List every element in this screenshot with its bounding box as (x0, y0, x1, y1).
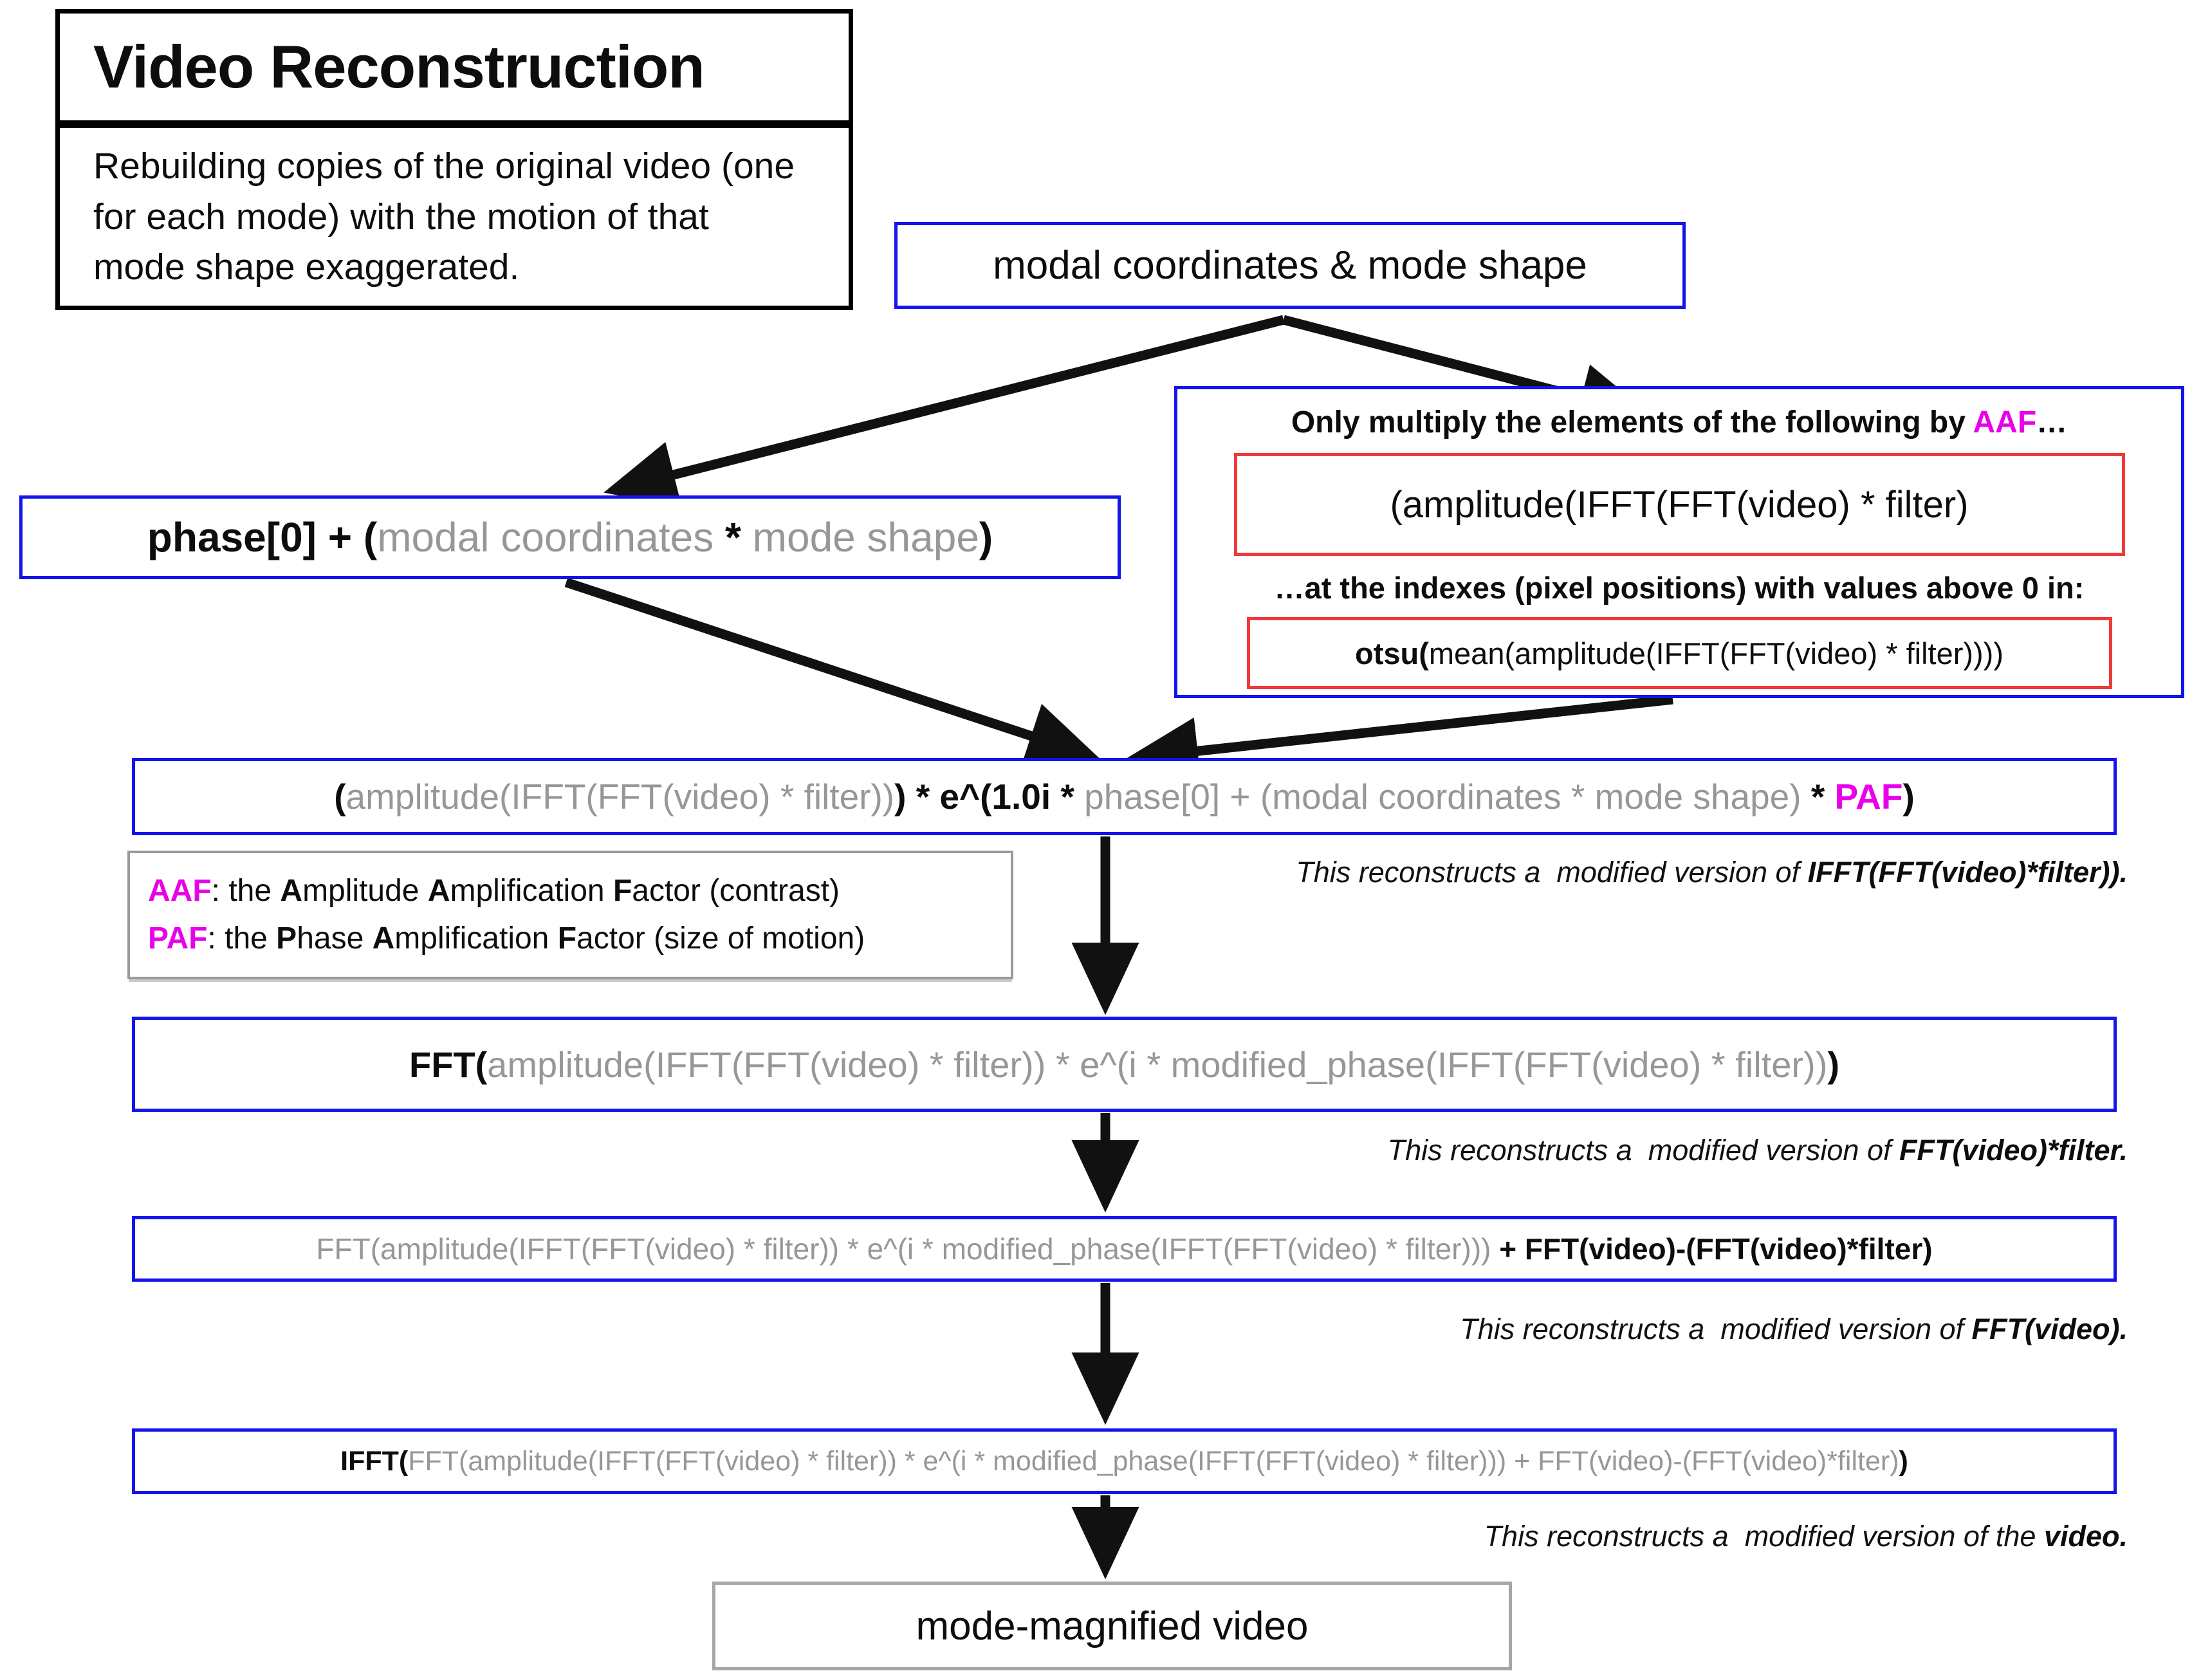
legend-aaf-line: AAF: the Amplitude Amplification Factor … (148, 873, 840, 908)
node-reconstruct-video: IFFT(FFT(amplitude(IFFT(FFT(video) * fil… (132, 1428, 2117, 1494)
output-video-label: mode-magnified video (916, 1603, 1309, 1648)
annotation-ifft-filter: This reconstructs a modified version of … (1296, 856, 2128, 889)
modal-coordinates-label: modal coordinates & mode shape (993, 243, 1587, 288)
indexes-note: …at the indexes (pixel positions) with v… (1274, 571, 2085, 605)
page-title: Video Reconstruction (93, 33, 705, 100)
node-modal-coordinates: modal coordinates & mode shape (894, 222, 1686, 309)
reconstruct-video-formula: IFFT(FFT(amplitude(IFFT(FFT(video) * fil… (340, 1445, 1908, 1477)
node-aaf-instructions: Only multiply the elements of the follow… (1174, 386, 2184, 698)
node-phase-sum: phase[0] + (modal coordinates * mode sha… (19, 495, 1121, 579)
annotation-fft-video: This reconstructs a modified version of … (1460, 1313, 2128, 1345)
node-reconstruct-ifft: (amplitude(IFFT(FFT(video) * filter))) *… (132, 758, 2117, 835)
node-reconstruct-fft-video: FFT(amplitude(IFFT(FFT(video) * filter))… (132, 1216, 2117, 1282)
annotation-video: This reconstructs a modified version of … (1484, 1520, 2128, 1553)
arrow-phase-to-reconstruct (564, 577, 1100, 768)
arrow-aaf-to-reconstruct (1125, 694, 1673, 785)
phase-sum-formula: phase[0] + (modal coordinates * mode sha… (147, 514, 993, 560)
title-description-box: Rebuilding copies of the original video … (55, 124, 853, 310)
legend-paf-line: PAF: the Phase Amplification Factor (siz… (148, 921, 865, 955)
title-description: Rebuilding copies of the original video … (93, 145, 795, 288)
node-reconstruct-fft-filter: FFT(amplitude(IFFT(FFT(video) * filter))… (132, 1017, 2117, 1112)
reconstruct-fft-filter-formula: FFT(amplitude(IFFT(FFT(video) * filter))… (409, 1044, 1839, 1085)
amplitude-formula-box: (amplitude(IFFT(FFT(video) * filter) (1233, 453, 2125, 556)
aaf-heading: Only multiply the elements of the follow… (1291, 405, 2068, 439)
amplitude-formula: (amplitude(IFFT(FFT(video) * filter) (1390, 483, 1969, 526)
reconstruct-fft-video-formula: FFT(amplitude(IFFT(FFT(video) * filter))… (316, 1232, 1933, 1266)
otsu-formula: otsu(mean(amplitude(IFFT(FFT(video) * fi… (1355, 636, 2003, 670)
reconstruct-ifft-formula: (amplitude(IFFT(FFT(video) * filter))) *… (334, 777, 1915, 817)
legend-panel: AAF: the Amplitude Amplification Factor … (127, 851, 1013, 979)
otsu-formula-box: otsu(mean(amplitude(IFFT(FFT(video) * fi… (1246, 617, 2112, 689)
title-heading-box: Video Reconstruction (55, 9, 853, 125)
annotation-fft-filter: This reconstructs a modified version of … (1387, 1134, 2128, 1167)
node-output-video: mode-magnified video (712, 1582, 1512, 1670)
